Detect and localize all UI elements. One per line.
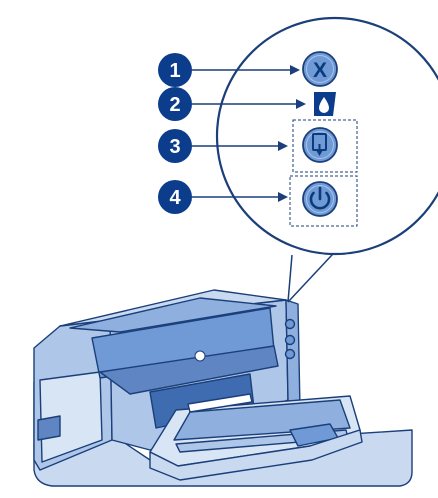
power-button-icon[interactable] xyxy=(289,175,358,227)
callout-number: 3 xyxy=(169,136,180,158)
callout-4: 4 xyxy=(158,180,192,214)
callout-3: 3 xyxy=(158,129,192,163)
ink-cartridge-light-icon xyxy=(314,92,336,116)
callout-number: 1 xyxy=(169,60,180,82)
callout-number: 4 xyxy=(169,187,181,209)
resume-button-icon[interactable] xyxy=(292,119,358,173)
cancel-button-icon[interactable]: X xyxy=(302,51,338,87)
printer-illustration xyxy=(33,289,413,487)
leader-lines xyxy=(192,69,304,198)
callout-1: 1 xyxy=(158,53,192,87)
callout-2: 2 xyxy=(158,87,192,121)
leader-arrowheads xyxy=(278,65,306,202)
cancel-glyph: X xyxy=(313,59,327,82)
callout-number: 2 xyxy=(169,94,180,116)
